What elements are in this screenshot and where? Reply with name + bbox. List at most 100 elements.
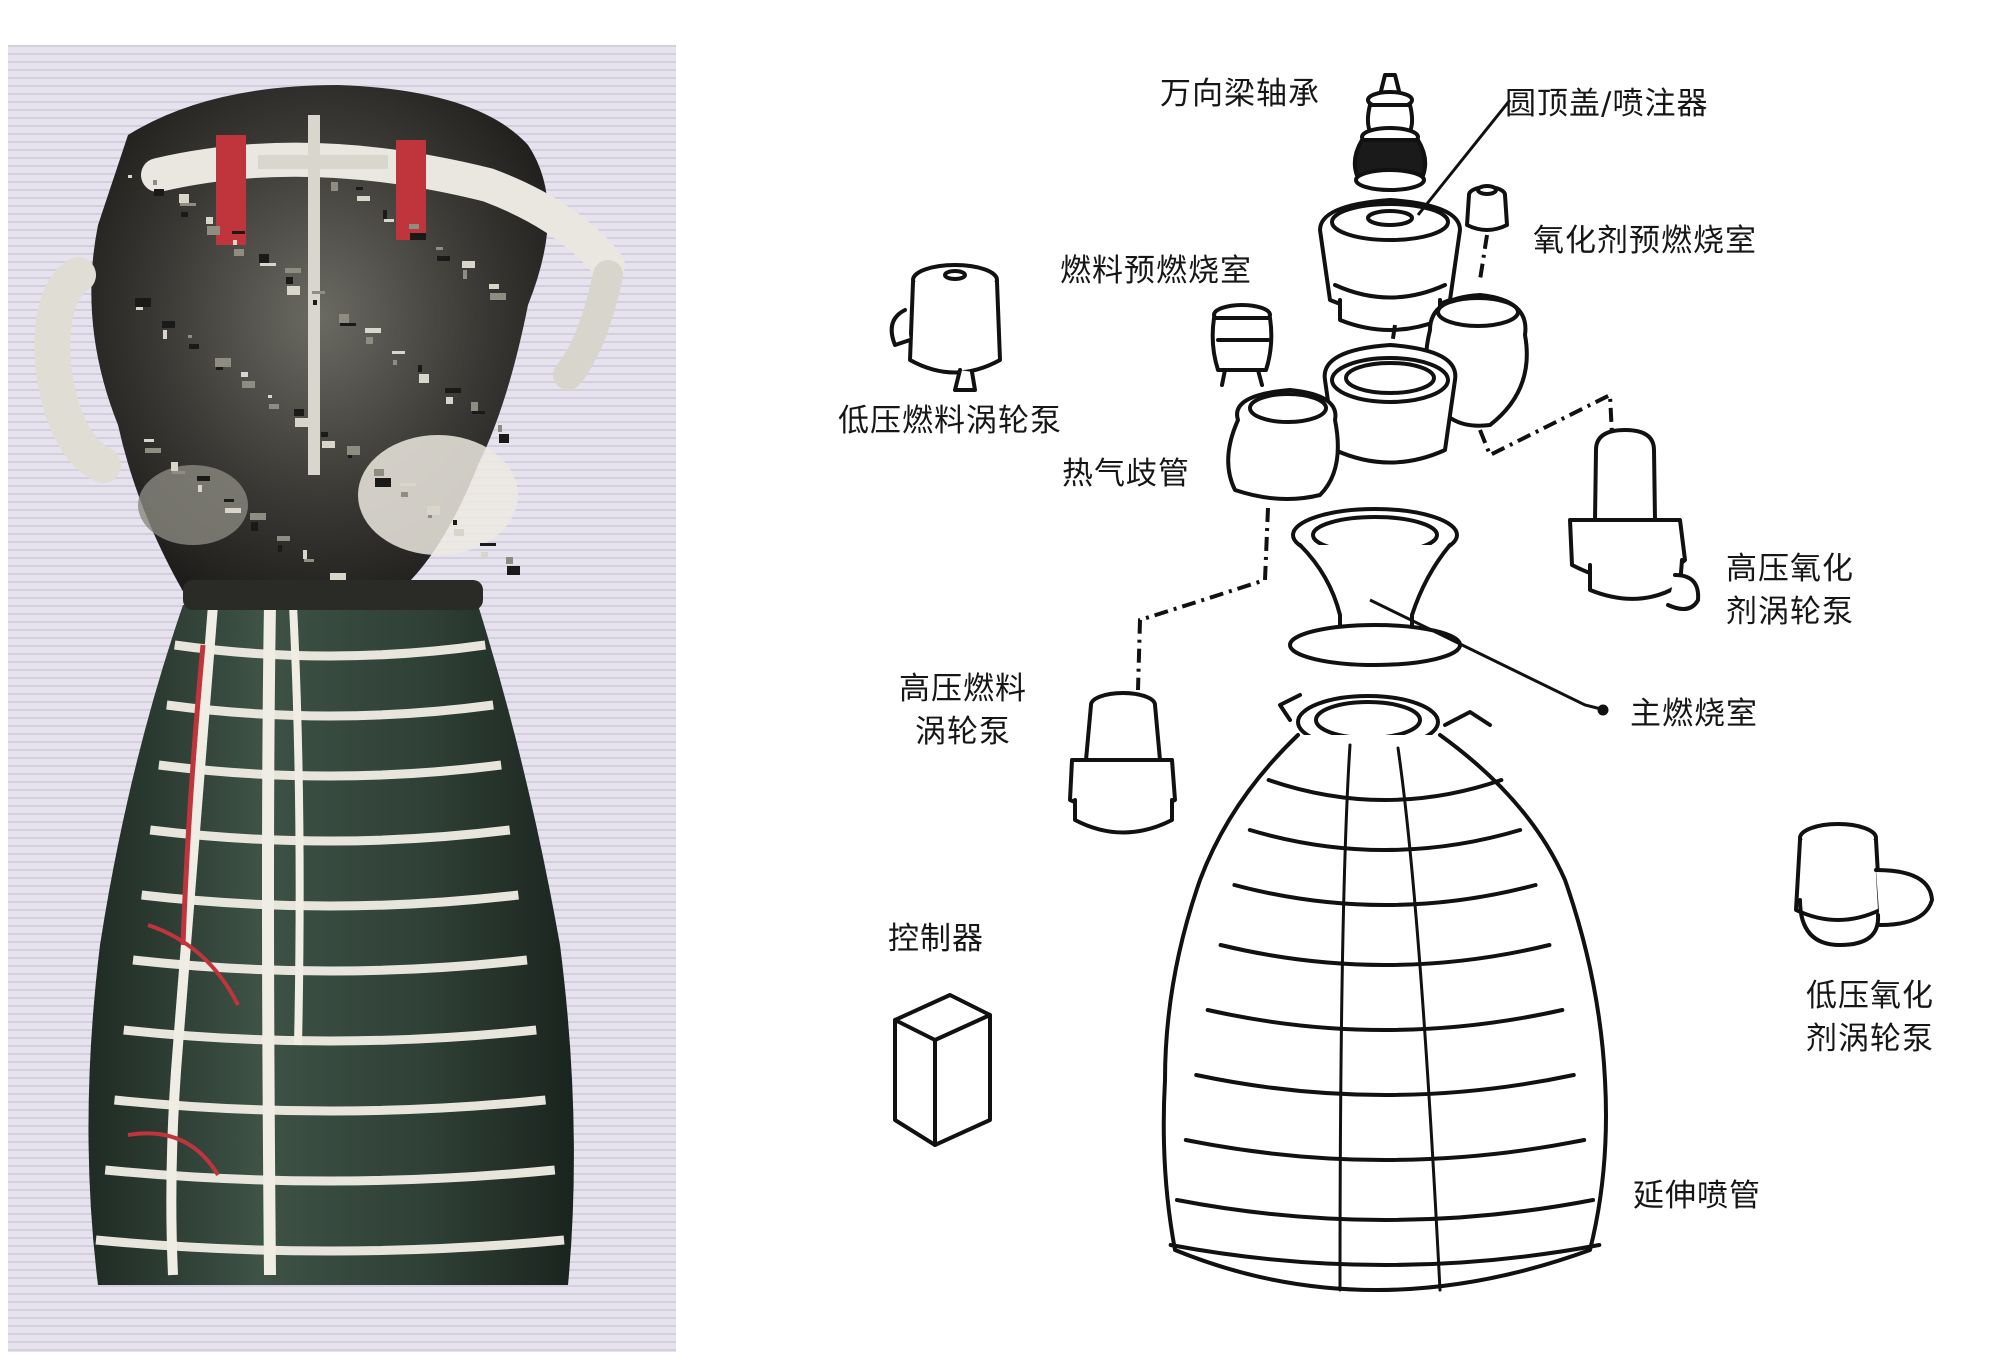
photo-machinery-detail xyxy=(206,217,213,224)
photo-machinery-detail xyxy=(312,291,325,294)
label-high-pressure-oxidizer-turbopump-line-2: 剂涡轮泵 xyxy=(1726,594,1854,630)
dome-injector-part xyxy=(1318,198,1462,332)
photo-machinery-detail xyxy=(392,351,405,354)
photo-machinery-detail xyxy=(197,476,210,481)
photo-machinery-detail xyxy=(259,254,269,263)
label-nozzle-extension: 延伸喷管 xyxy=(1633,1178,1761,1214)
label-high-pressure-oxidizer-turbopump-line-1: 高压氧化 xyxy=(1726,551,1854,587)
label-high-pressure-fuel-turbopump-line-2: 涡轮泵 xyxy=(915,714,1011,750)
photo-machinery-detail xyxy=(384,219,394,222)
photo-machinery-detail xyxy=(339,314,349,323)
nozzle-ring xyxy=(1247,828,1523,852)
photo-machinery-detail xyxy=(294,409,304,416)
photo-machinery-detail xyxy=(463,270,467,279)
photo-machinery-detail xyxy=(198,485,202,492)
photo-machinery-detail xyxy=(189,344,199,349)
photo-machinery-detail xyxy=(188,335,192,338)
main-combustion-chamber-part xyxy=(1288,507,1462,667)
photo-machinery-detail xyxy=(410,233,426,240)
nozzle-ring xyxy=(1174,1198,1596,1222)
nozzle-ring xyxy=(1218,943,1552,967)
hot-gas-manifold-part xyxy=(1226,343,1458,501)
photo-machinery-detail xyxy=(340,323,356,326)
photo-machinery-detail xyxy=(241,372,248,377)
engine-photo-illustration xyxy=(8,45,676,1352)
photo-left-duct xyxy=(34,257,121,483)
photo-machinery-detail xyxy=(357,196,370,201)
photo-machinery-detail xyxy=(445,388,461,393)
nozzle-ring xyxy=(1194,1073,1576,1097)
photo-machinery-detail xyxy=(428,515,432,518)
photo-machinery-detail xyxy=(446,397,453,404)
label-high-pressure-oxidizer-turbopump: 高压氧化 剂涡轮泵 xyxy=(1720,548,1860,634)
photo-machinery-detail xyxy=(409,224,419,229)
label-controller: 控制器 xyxy=(888,921,984,957)
photo-machinery-detail xyxy=(321,432,328,437)
photo-machinery-detail xyxy=(135,298,151,307)
photo-machinery-detail xyxy=(163,330,167,339)
nozzle-ring xyxy=(1205,1008,1565,1032)
photo-machinery-detail xyxy=(251,522,258,531)
photo-machinery-detail xyxy=(331,182,338,191)
label-low-pressure-oxidizer-turbopump: 低压氧化 剂涡轮泵 xyxy=(1800,975,1940,1061)
photo-machinery-detail xyxy=(162,321,175,328)
photo-machinery-detail xyxy=(418,365,422,372)
photo-machinery-detail xyxy=(393,360,397,365)
photo-machinery-detail xyxy=(295,418,311,427)
photo-machinery-detail xyxy=(278,545,282,552)
photo-nozzle-band xyxy=(166,700,494,721)
fuel-preburner-part xyxy=(1210,303,1274,387)
photo-tube-center-2 xyxy=(289,604,304,1046)
low-pressure-oxidizer-turbopump-part xyxy=(1794,822,1934,947)
nozzle-rings xyxy=(1168,778,1602,1267)
assembly-dash-lines xyxy=(1136,234,1614,691)
photo-machinery-detail xyxy=(216,367,223,370)
photo-red-bracket-left xyxy=(216,135,246,245)
photo-machinery-detail xyxy=(269,404,279,409)
photo-machinery-detail xyxy=(172,471,185,474)
photo-machinery-detail xyxy=(453,520,457,525)
photo-machinery-detail xyxy=(347,446,360,455)
photo-nozzle-band xyxy=(95,1235,565,1256)
photo-machinery-detail xyxy=(454,529,464,536)
nozzle-ring xyxy=(1266,778,1504,802)
label-gimbal-bearing: 万向梁轴承 xyxy=(1160,76,1320,112)
photo-machinery-detail xyxy=(374,469,384,476)
photo-machinery-detail xyxy=(427,506,440,515)
photo-nozzle-band xyxy=(174,640,486,661)
photo-machinery-detail xyxy=(232,231,245,234)
photo-machinery-detail xyxy=(234,249,244,256)
photo-machinery-detail xyxy=(242,381,255,388)
label-fuel-preburner: 燃料预燃烧室 xyxy=(1060,253,1252,289)
photo-machinery-detail xyxy=(287,286,300,295)
high-pressure-oxidizer-turbopump-part xyxy=(1568,428,1701,611)
oxidizer-preburner-part xyxy=(1465,184,1509,232)
photo-machinery-detail xyxy=(348,455,352,458)
photo-machinery-detail xyxy=(144,439,154,442)
photo-machinery-detail xyxy=(153,180,157,185)
photo-machinery-detail xyxy=(250,513,266,520)
photo-machinery-detail xyxy=(268,395,272,398)
photo-machinery-detail xyxy=(303,550,307,559)
photo-machinery-detail xyxy=(436,247,443,250)
photo-machinery-detail xyxy=(383,210,387,219)
photo-machinery-detail xyxy=(330,573,346,580)
photo-machinery-detail xyxy=(285,268,301,273)
nozzle-ring xyxy=(1232,883,1538,907)
label-main-combustion-chamber: 主燃烧室 xyxy=(1630,696,1758,732)
photo-machinery-detail xyxy=(375,478,391,487)
photo-machinery-detail xyxy=(179,194,189,203)
photo-machinery-detail xyxy=(365,328,381,333)
nozzle-ring xyxy=(1168,1243,1602,1267)
photo-machinery-detail xyxy=(401,492,408,497)
photo-machinery-detail xyxy=(472,411,485,414)
photo-machinery-detail xyxy=(499,434,509,443)
engine-photo xyxy=(8,45,676,1352)
photo-machinery-detail xyxy=(419,374,429,383)
photo-machinery-detail xyxy=(471,402,478,411)
photo-machinery-detail xyxy=(481,552,488,557)
controller-part xyxy=(893,993,992,1147)
photo-machinery-detail xyxy=(277,536,290,541)
photo-machinery-detail xyxy=(215,358,231,367)
